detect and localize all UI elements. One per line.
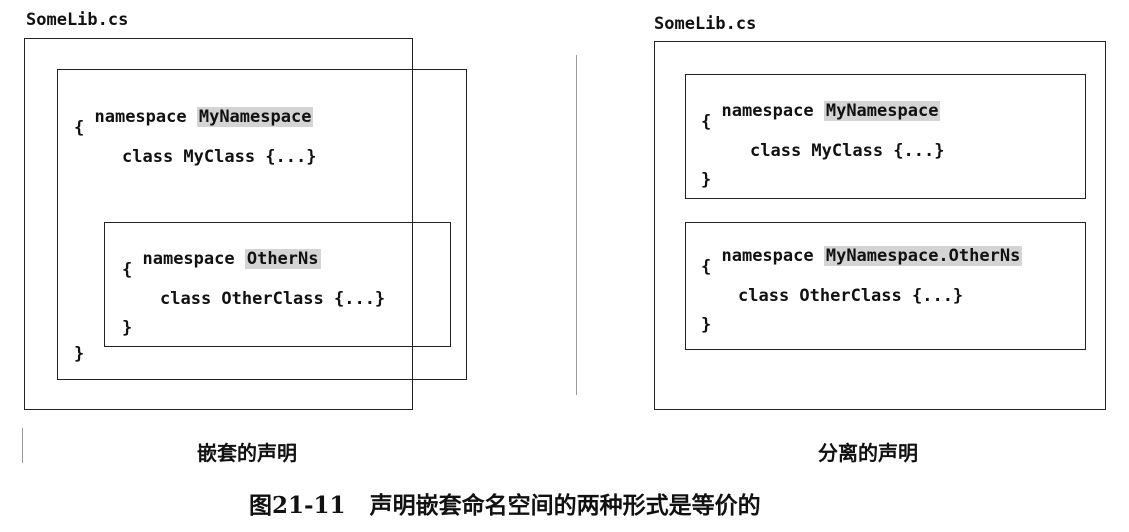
inner-namespace-box — [104, 222, 451, 347]
outer-namespace-line: namespace MyNamespace — [74, 92, 314, 127]
ns2-namespace-line: namespace MyNamespace.OtherNs — [701, 231, 1023, 266]
left-file-label: SomeLib.cs — [26, 10, 129, 30]
namespace-keyword: namespace — [94, 107, 197, 127]
ns1-box — [685, 74, 1086, 199]
right-file-label: SomeLib.cs — [654, 14, 757, 34]
outer-open-brace: { — [74, 118, 85, 138]
outer-class-line: class MyClass {...} — [122, 147, 317, 167]
namespace-keyword: namespace — [721, 246, 824, 266]
right-caption: 分离的声明 — [818, 441, 918, 465]
ns1-close-brace: } — [701, 170, 712, 190]
outer-namespace-name: MyNamespace — [196, 107, 314, 127]
left-edge-mark — [22, 428, 23, 463]
namespace-keyword: namespace — [721, 101, 824, 121]
left-caption: 嵌套的声明 — [197, 441, 297, 465]
namespace-keyword: namespace — [142, 249, 245, 269]
figure-caption: 图21-11 声明嵌套命名空间的两种形式是等价的 — [249, 492, 761, 519]
ns2-box — [685, 222, 1086, 350]
inner-namespace-name: OtherNs — [244, 249, 321, 269]
left-file-box — [24, 38, 413, 410]
ns2-close-brace: } — [701, 315, 712, 335]
outer-close-brace: } — [74, 344, 85, 364]
outer-namespace-box — [57, 69, 467, 380]
center-divider — [576, 55, 577, 395]
ns2-class-line: class OtherClass {...} — [738, 286, 964, 306]
ns2-namespace-name: MyNamespace.OtherNs — [823, 246, 1023, 266]
ns2-open-brace: { — [701, 257, 712, 277]
inner-open-brace: { — [122, 260, 133, 280]
ns1-class-line: class MyClass {...} — [750, 141, 945, 161]
inner-namespace-line: namespace OtherNs — [122, 234, 321, 269]
ns1-namespace-name: MyNamespace — [823, 101, 941, 121]
inner-close-brace: } — [122, 318, 133, 338]
right-file-box — [654, 41, 1106, 410]
ns1-namespace-line: namespace MyNamespace — [701, 86, 941, 121]
inner-class-line: class OtherClass {...} — [160, 289, 386, 309]
ns1-open-brace: { — [701, 112, 712, 132]
